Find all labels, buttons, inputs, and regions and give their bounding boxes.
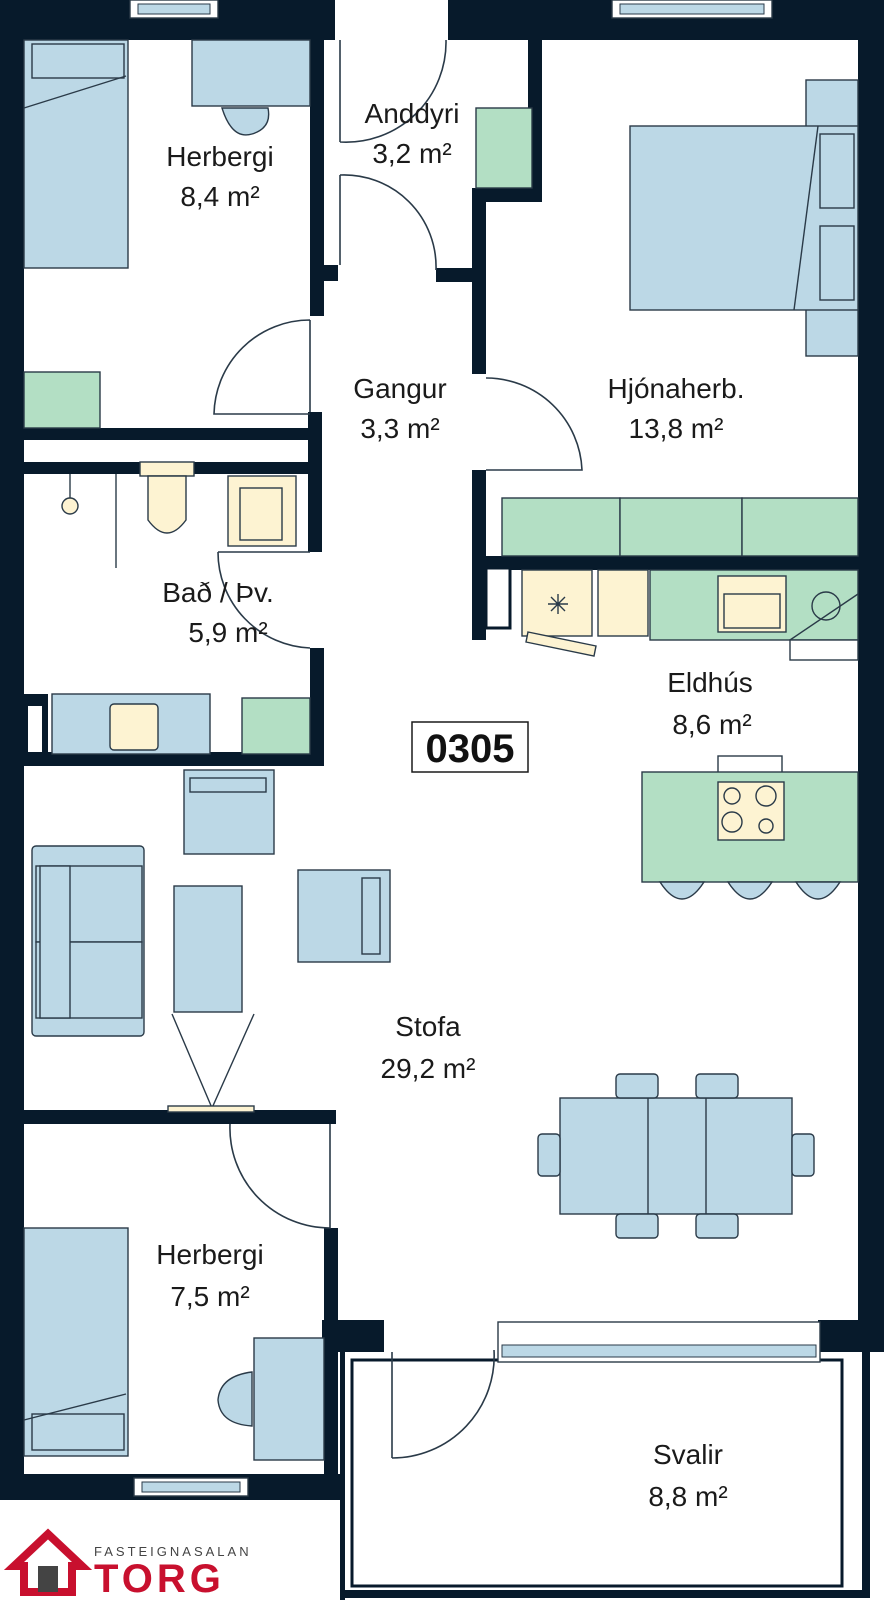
room-labels: Herbergi 8,4 m² Anddyri 3,2 m² Gangur 3,… <box>156 98 753 1512</box>
master-bedroom-furniture <box>501 79 859 557</box>
dining-chair <box>615 1073 659 1099</box>
doors <box>213 39 583 1459</box>
interior-walls <box>24 40 858 1486</box>
logo-big-text: TORG <box>94 1557 225 1600</box>
cooktop <box>717 781 785 841</box>
desk-chair <box>217 1371 253 1427</box>
coffee-table <box>173 885 243 1013</box>
bar-stool <box>726 881 774 900</box>
bathroom-fixtures <box>28 461 311 755</box>
room-area-bad: 5,9 m² <box>188 617 267 648</box>
dining-table <box>559 1097 793 1215</box>
shower-head <box>61 497 79 515</box>
room-name-stofa: Stofa <box>395 1011 461 1042</box>
bedroom-top-furniture <box>23 39 311 429</box>
sink <box>109 703 159 751</box>
room-name-hjonaherb: Hjónaherb. <box>608 373 745 404</box>
bar-stool <box>794 881 842 900</box>
wardrobe <box>23 371 101 429</box>
dining-chair <box>695 1073 739 1099</box>
balcony <box>340 1328 870 1600</box>
room-area-svalir: 8,8 m² <box>648 1481 727 1512</box>
room-name-herbergi-top: Herbergi <box>166 141 273 172</box>
logo-small-text: FASTEIGNASALAN <box>94 1544 252 1559</box>
room-name-herbergi-bottom: Herbergi <box>156 1239 263 1270</box>
torg-logo: FASTEIGNASALAN TORG <box>3 1528 252 1600</box>
apartment-number: 0305 <box>426 727 515 771</box>
toilet <box>147 475 187 534</box>
bedroom-bottom-furniture <box>23 1227 325 1461</box>
desk <box>191 39 311 107</box>
tv-unit <box>167 1105 255 1113</box>
room-area-herbergi-bottom: 7,5 m² <box>170 1281 249 1312</box>
dining-chair <box>615 1213 659 1239</box>
fridge <box>597 569 649 637</box>
room-area-hjonaherb: 13,8 m² <box>629 413 724 444</box>
room-name-bad: Bað / Þv. <box>162 577 274 608</box>
living-room-furniture <box>31 769 815 1239</box>
room-area-stofa: 29,2 m² <box>381 1053 476 1084</box>
room-name-eldhus: Eldhús <box>667 667 753 698</box>
room-area-herbergi-top: 8,4 m² <box>180 181 259 212</box>
kitchen-fixtures <box>484 566 859 900</box>
room-area-eldhus: 8,6 m² <box>672 709 751 740</box>
windows <box>129 0 821 1497</box>
room-name-gangur: Gangur <box>353 373 446 404</box>
desk <box>253 1337 325 1461</box>
dining-chair <box>791 1133 815 1177</box>
room-area-gangur: 3,3 m² <box>360 413 439 444</box>
room-area-anddyri: 3,2 m² <box>372 138 451 169</box>
house-icon <box>3 1528 93 1596</box>
bar-stool <box>658 881 706 900</box>
desk-chair <box>221 107 270 136</box>
apartment-number-box: 0305 <box>411 721 529 773</box>
room-name-svalir: Svalir <box>653 1439 723 1470</box>
dining-chair <box>695 1213 739 1239</box>
room-name-anddyri: Anddyri <box>365 98 460 129</box>
dining-chair <box>537 1133 561 1177</box>
entry-closet <box>475 107 533 189</box>
